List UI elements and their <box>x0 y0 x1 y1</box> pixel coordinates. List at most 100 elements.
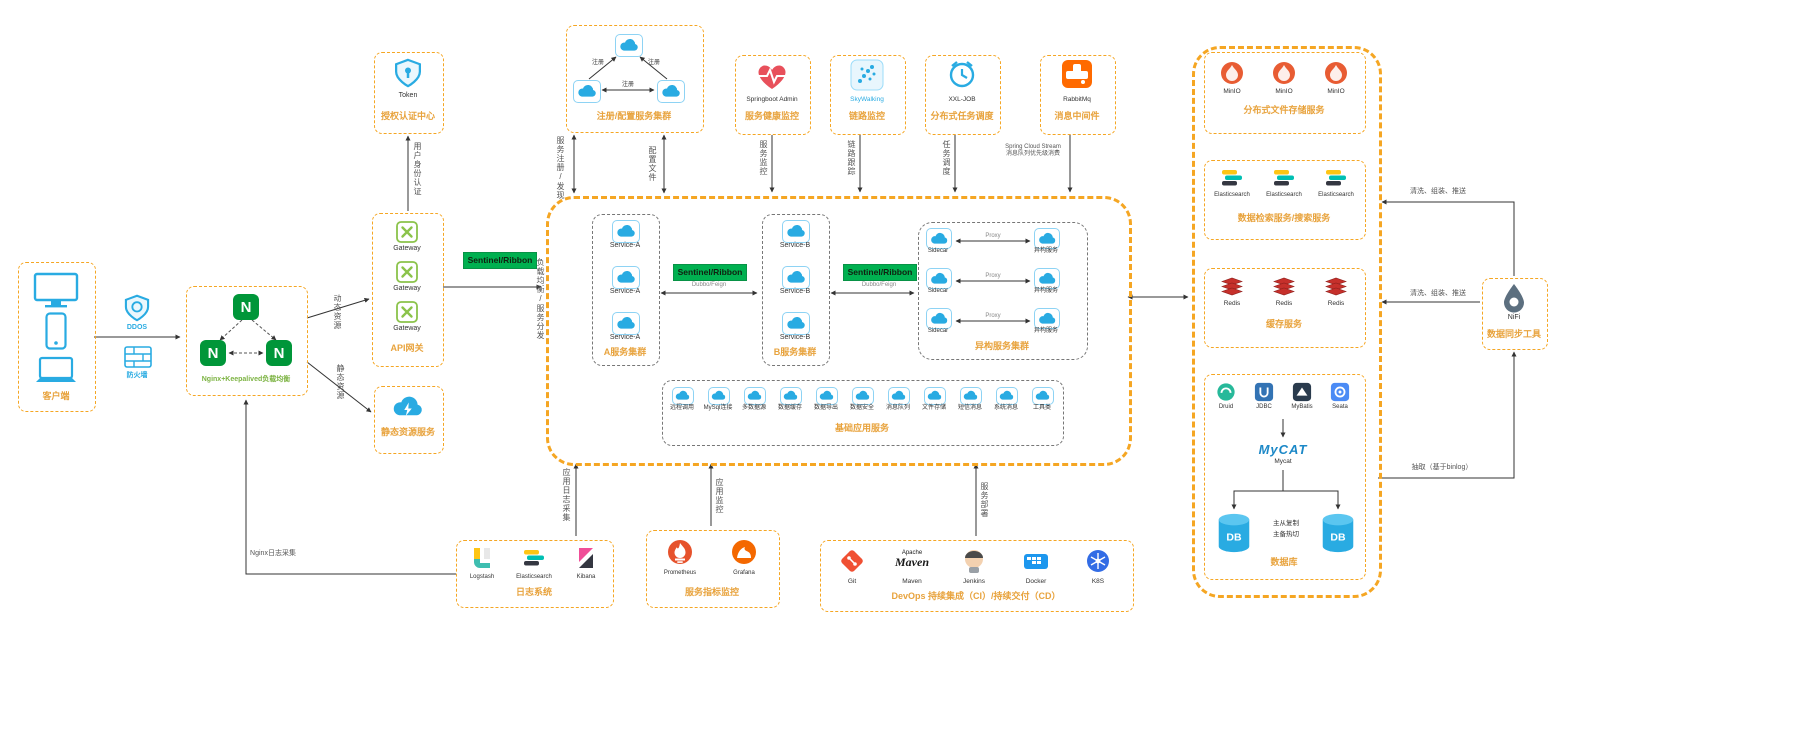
elasticsearch-label: Elasticsearch <box>516 574 552 580</box>
cloud-icon <box>888 387 910 405</box>
cloud-icon <box>996 387 1018 405</box>
nginx-label: Nginx+Keepalived负载均衡 <box>201 376 291 383</box>
jdbc-icon <box>1254 382 1274 402</box>
es-stack-icon <box>1272 168 1296 188</box>
client-label: 客户端 <box>42 391 70 401</box>
docker-label: Docker <box>1025 578 1047 585</box>
edge-dynamic: 动态资源 <box>333 294 342 330</box>
logstash-icon <box>470 546 494 570</box>
logging-box <box>456 540 614 608</box>
hetero-label: 异构服务集群 <box>974 341 1029 351</box>
static-service-label: 静态资源服务 <box>380 427 435 437</box>
nginx-icon: N <box>200 340 226 366</box>
skywalking-icon <box>850 59 884 91</box>
static-service-box <box>374 386 444 454</box>
cluster-b-label: B服务集群 <box>773 347 817 357</box>
hetero-service-label: 异构服务 <box>1033 328 1058 334</box>
cloud-icon <box>1034 268 1060 289</box>
metrics-label: 服务指标监控 <box>684 587 739 597</box>
basic-services-label: 基础应用服务 <box>834 423 889 433</box>
grafana-icon <box>730 538 758 566</box>
redis-icon <box>1220 276 1244 298</box>
cloud-icon <box>672 387 694 405</box>
edge-nginx-log: Nginx日志采集 <box>250 550 296 557</box>
basic-item-label: 远程调用 <box>669 405 694 411</box>
jenkins-icon <box>961 546 987 574</box>
jenkins-label: Jenkins <box>962 578 986 585</box>
sba-label: 服务健康监控 <box>744 111 799 121</box>
jdbc-label: JDBC <box>1256 404 1272 410</box>
db-failover-label: 主备热切 <box>1273 531 1299 538</box>
cloud-icon <box>924 387 946 405</box>
edge-config: 配置文件 <box>648 146 657 182</box>
db-replication-label: 主从复制 <box>1273 520 1299 527</box>
edge-proxy: Proxy <box>980 233 1006 240</box>
druid-icon <box>1216 382 1236 402</box>
prometheus-label: Prometheus <box>663 570 697 576</box>
minio-box <box>1204 52 1366 134</box>
cluster-b-box <box>762 214 830 366</box>
cloud-icon <box>657 80 685 103</box>
edge-trace: 链路跟踪 <box>847 140 856 176</box>
nifi-label: 数据同步工具 <box>1486 329 1541 339</box>
nifi-name: NiFi <box>1507 314 1521 321</box>
cloud-icon <box>782 312 810 335</box>
api-label: API网关 <box>390 343 424 353</box>
edge-register: 注册 <box>591 60 604 66</box>
cloud-icon <box>816 387 838 405</box>
service-a-label: Service-A <box>609 334 641 341</box>
edge-binlog: 抽取（基于binlog） <box>1411 464 1473 471</box>
cluster-a-box <box>592 214 660 366</box>
ddos-label: DDOS <box>126 324 148 331</box>
rabbitmq-box <box>1040 55 1116 135</box>
monitor-icon <box>33 272 79 308</box>
sentinel-ribbon-tag: Sentinel/Ribbon <box>463 252 537 269</box>
heartbeat-icon <box>752 59 792 93</box>
gateway-label: Gateway <box>393 245 421 252</box>
es-label: Elasticsearch <box>1266 192 1302 198</box>
cloud-icon <box>612 312 640 335</box>
db-cylinder-icon: DB <box>1216 512 1252 554</box>
sidecar-label: Sidecar <box>927 328 949 334</box>
cloud-icon <box>612 266 640 289</box>
redis-icon <box>1272 276 1296 298</box>
git-label: Git <box>847 578 857 585</box>
elasticsearch-icon <box>522 546 546 570</box>
edge-svc-monitor: 服务监控 <box>759 140 768 176</box>
basic-item-label: 短信消息 <box>957 405 982 411</box>
edge-proxy: Proxy <box>980 313 1006 320</box>
minio-label: MinIO <box>1327 88 1345 95</box>
cloud-icon <box>926 268 952 289</box>
sentinel-ribbon-tag: Sentinel/Ribbon <box>673 264 747 281</box>
minio-box-label: 分布式文件存储服务 <box>1243 105 1325 115</box>
kibana-icon <box>574 546 598 570</box>
registry-label: 注册/配置服务集群 <box>596 111 672 121</box>
k8s-icon <box>1085 548 1111 574</box>
cloud-icon <box>1032 387 1054 405</box>
logstash-label: Logstash <box>469 574 495 580</box>
edge-clean-push: 清洗、组装、推送 <box>1410 188 1466 195</box>
grafana-label: Grafana <box>733 570 755 576</box>
cloud-icon <box>708 387 730 405</box>
es-stack-icon <box>1324 168 1348 188</box>
service-area-box <box>546 196 1132 466</box>
redis-icon <box>1324 276 1348 298</box>
redis-box <box>1204 268 1366 348</box>
es-box <box>1204 160 1366 240</box>
cloud-icon <box>744 387 766 405</box>
es-box-label: 数据检索服务/搜索服务 <box>1237 213 1331 223</box>
basic-item-label: 系统消息 <box>993 405 1018 411</box>
redis-label: Redis <box>1327 300 1345 307</box>
nginx-box <box>186 286 308 396</box>
firewall-label: 防火墙 <box>126 372 148 379</box>
client-box <box>18 262 96 412</box>
basic-item-label: 数据安全 <box>849 405 874 411</box>
cloud-icon <box>612 220 640 243</box>
cloud-icon <box>780 387 802 405</box>
auth-box <box>374 52 444 134</box>
logging-label: 日志系统 <box>515 587 552 597</box>
db-text: DB <box>1226 532 1242 544</box>
service-b-label: Service-B <box>779 288 811 295</box>
cloud-icon <box>1034 228 1060 249</box>
redis-box-label: 缓存服务 <box>1265 319 1302 329</box>
